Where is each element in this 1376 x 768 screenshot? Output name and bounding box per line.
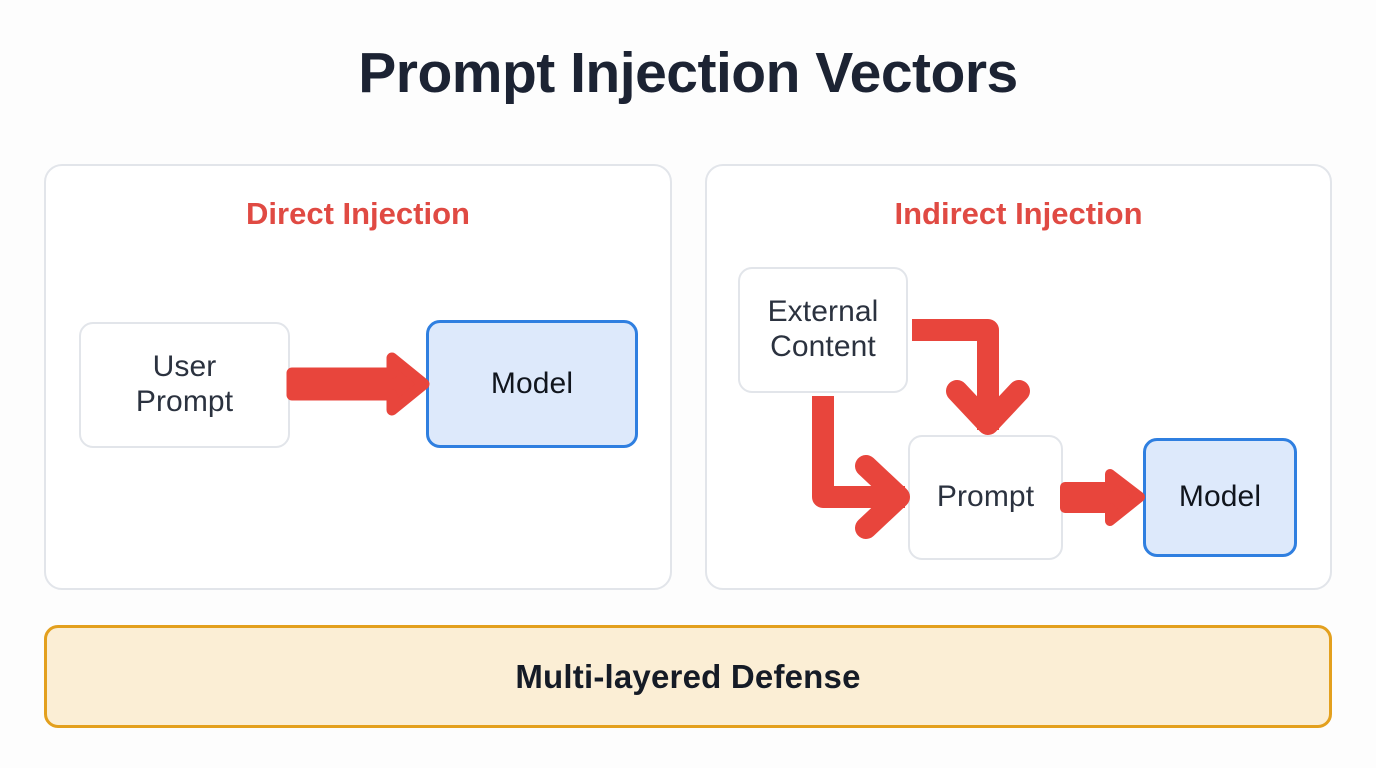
- page-title: Prompt Injection Vectors: [358, 41, 1018, 105]
- multi-layered-defense-bar: Multi-layered Defense: [44, 625, 1332, 728]
- panel-heading-indirect-injection: Indirect Injection: [894, 196, 1143, 231]
- node-prompt-label: Prompt: [936, 480, 1035, 514]
- panel-heading-direct-injection: Direct Injection: [246, 196, 470, 231]
- node-model-direct: Model: [426, 320, 638, 448]
- node-prompt: Prompt: [908, 435, 1063, 560]
- node-model-direct-label: Model: [490, 366, 574, 400]
- node-model-indirect-label: Model: [1178, 480, 1262, 514]
- multi-layered-defense-label: Multi-layered Defense: [515, 657, 861, 695]
- node-model-indirect: Model: [1143, 438, 1297, 557]
